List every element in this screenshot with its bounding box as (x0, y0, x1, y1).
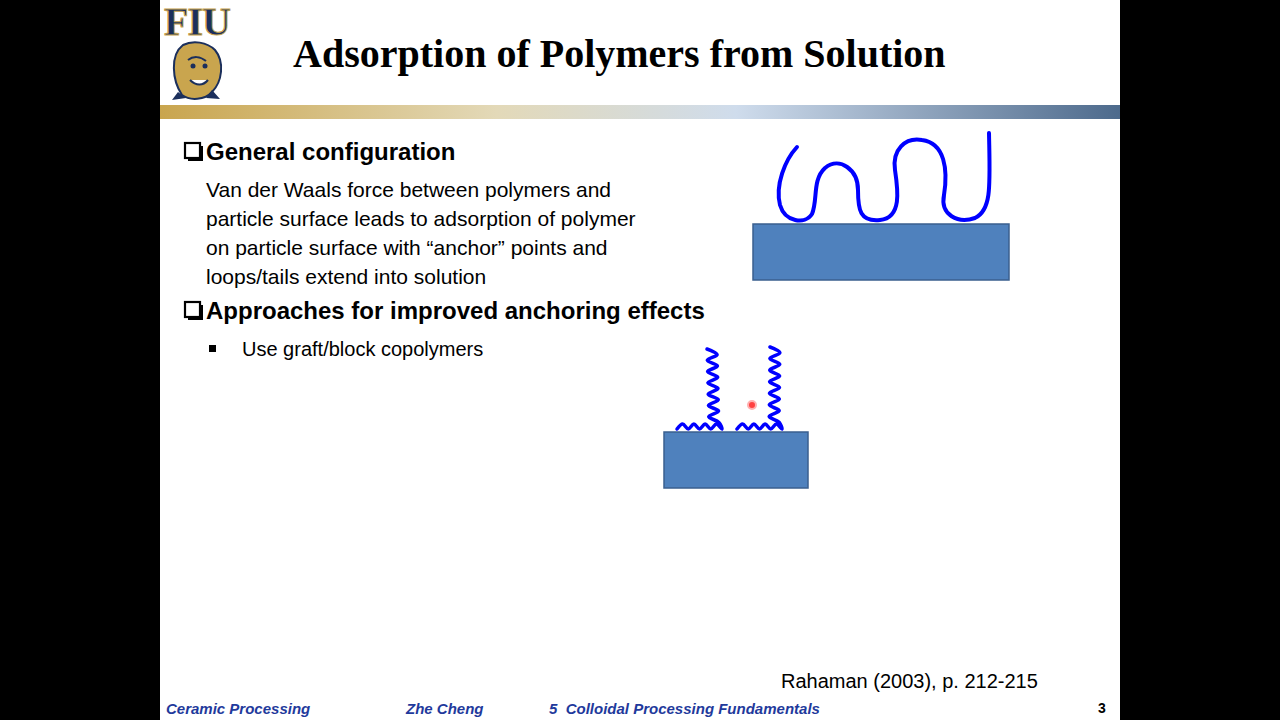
particle-surface (753, 224, 1009, 280)
title-band (160, 105, 1120, 119)
footer-text: Ceramic Processing (166, 699, 310, 718)
slide-ground (160, 0, 1120, 720)
adsorbed-polymer (779, 133, 990, 220)
checkbox-bullet (185, 143, 200, 317)
logo-text: FIU (164, 0, 230, 44)
square-bullet (209, 345, 216, 352)
copolymer-chain (677, 349, 722, 429)
bullet-text: Use graft/block copolymers (242, 336, 483, 362)
slide-title: Adsorption of Polymers from Solution (293, 30, 946, 78)
panther-logo (172, 42, 221, 100)
page-number: 3 (1098, 699, 1106, 718)
section-heading: General configuration (206, 137, 455, 167)
pointer-dot (748, 401, 756, 409)
footer-text: Zhe Cheng (406, 699, 484, 718)
reference: Rahaman (2003), p. 212-215 (781, 668, 1038, 694)
particle-surface (664, 432, 808, 488)
body-text: Van der Waals force between polymers and… (206, 175, 661, 291)
section-heading: Approaches for improved anchoring effect… (206, 296, 705, 326)
copolymer-chain (737, 347, 782, 429)
footer-text: 5 Colloidal Processing Fundamentals (549, 699, 820, 718)
checkbox-shadow (188, 146, 203, 320)
copolymer-chains (677, 347, 782, 429)
